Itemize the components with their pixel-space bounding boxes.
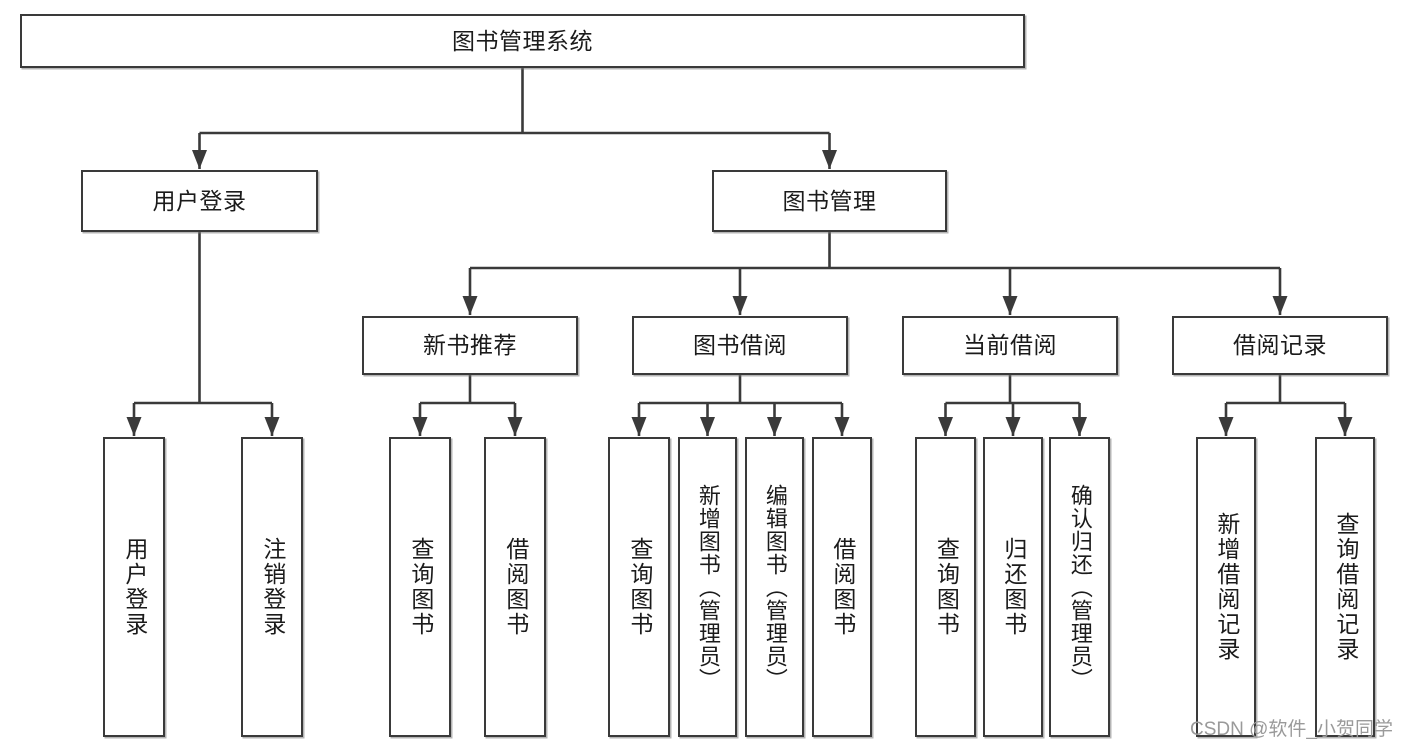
node-leaf-edit-book[interactable]: 编辑图书（管理员） [745, 437, 804, 737]
node-borrow-record[interactable]: 借阅记录 [1172, 316, 1388, 375]
node-book-borrow[interactable]: 图书借阅 [632, 316, 848, 375]
node-leaf-query-book-1[interactable]: 查询图书 [389, 437, 451, 737]
arrowhead-leaf-confirm-return [1072, 417, 1087, 436]
node-label: 图书管理系统 [452, 27, 593, 54]
node-leaf-query-book-3[interactable]: 查询图书 [915, 437, 976, 737]
arrowhead-leaf-query-book-2 [631, 417, 647, 436]
node-label: 查询借阅记录 [1332, 512, 1359, 662]
node-label: 归还图书 [1000, 537, 1027, 637]
arrowhead-leaf-user-login [126, 417, 142, 436]
node-leaf-return-book[interactable]: 归还图书 [983, 437, 1043, 737]
arrowhead-leaf-edit-book [767, 417, 782, 436]
arrowhead-leaf-add-book [700, 417, 715, 436]
arrowhead-leaf-add-record [1218, 417, 1234, 436]
node-root[interactable]: 图书管理系统 [20, 14, 1025, 68]
arrowhead-leaf-borrow-book-2 [834, 417, 850, 436]
node-label: 查询图书 [933, 537, 960, 637]
arrowhead-leaf-query-book-3 [938, 417, 953, 436]
node-label: 确认归还（管理员） [1067, 483, 1093, 691]
node-label: 图书借阅 [693, 332, 787, 359]
arrowhead-leaf-borrow-book-1 [507, 417, 523, 436]
node-label: 查询图书 [407, 537, 434, 637]
node-label: 当前借阅 [963, 332, 1057, 359]
node-label: 编辑图书（管理员） [762, 483, 788, 691]
node-leaf-query-book-2[interactable]: 查询图书 [608, 437, 670, 737]
node-label: 用户登录 [152, 187, 247, 214]
arrowhead-current-borrow [1002, 296, 1018, 315]
arrowhead-borrow-record [1272, 296, 1288, 315]
node-book-mgmt[interactable]: 图书管理 [712, 170, 947, 232]
node-leaf-user-login[interactable]: 用户登录 [103, 437, 165, 737]
arrowhead-new-book-rec [462, 296, 478, 315]
node-label: 查询图书 [626, 537, 653, 637]
node-label: 借阅记录 [1233, 332, 1327, 359]
node-label: 注销登录 [259, 537, 286, 637]
node-leaf-add-book[interactable]: 新增图书（管理员） [678, 437, 737, 737]
csdn-watermark: CSDN @软件_小贺同学 [1190, 719, 1393, 740]
node-leaf-add-record[interactable]: 新增借阅记录 [1196, 437, 1256, 737]
arrowhead-leaf-return-book [1005, 417, 1021, 436]
node-user-login[interactable]: 用户登录 [81, 170, 318, 232]
node-label: 用户登录 [121, 537, 148, 637]
node-leaf-borrow-book-1[interactable]: 借阅图书 [484, 437, 546, 737]
node-label: 新增图书（管理员） [695, 483, 721, 691]
node-label: 新书推荐 [423, 332, 517, 359]
node-label: 借阅图书 [502, 537, 529, 637]
node-leaf-query-record[interactable]: 查询借阅记录 [1315, 437, 1375, 737]
arrowhead-leaf-query-book-1 [412, 417, 428, 436]
node-label: 借阅图书 [829, 537, 856, 637]
node-current-borrow[interactable]: 当前借阅 [902, 316, 1118, 375]
arrowhead-leaf-user-logout [264, 417, 280, 436]
node-leaf-confirm-return[interactable]: 确认归还（管理员） [1049, 437, 1110, 737]
arrowhead-leaf-query-record [1337, 417, 1353, 436]
arrowhead-user-login [192, 150, 207, 169]
arrowhead-book-borrow [732, 296, 748, 315]
node-label: 图书管理 [782, 187, 877, 214]
arrowhead-book-mgmt [822, 150, 837, 169]
node-leaf-user-logout[interactable]: 注销登录 [241, 437, 303, 737]
node-new-book-rec[interactable]: 新书推荐 [362, 316, 578, 375]
node-label: 新增借阅记录 [1213, 512, 1240, 662]
node-leaf-borrow-book-2[interactable]: 借阅图书 [812, 437, 872, 737]
